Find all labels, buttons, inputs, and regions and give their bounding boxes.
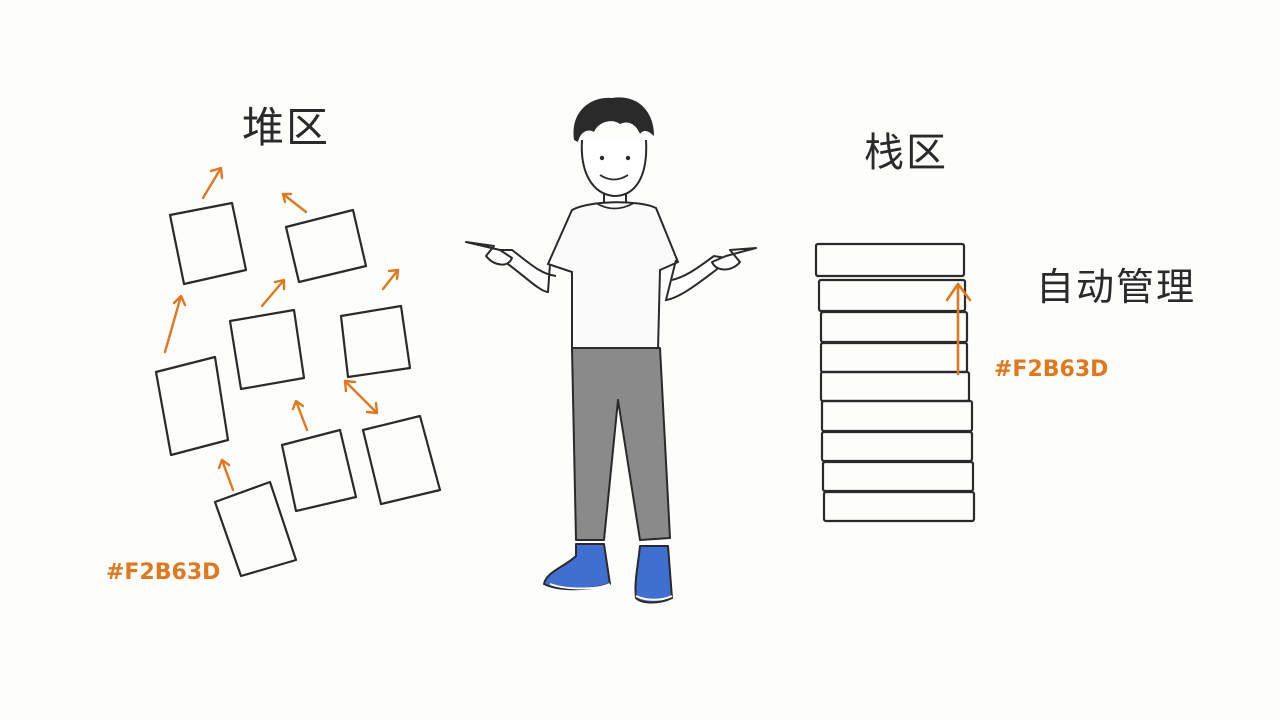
stack-layer [819,370,971,403]
left-hand [465,241,513,266]
stack-layer [819,310,969,344]
t-shirt [546,201,680,351]
heap-block [168,201,248,286]
heap-block [213,480,298,578]
heap-block [339,304,412,379]
arrow-icon [381,268,400,291]
heap-block [361,414,442,506]
stack-layer [819,341,969,374]
person-figure [465,97,757,604]
heap-title: 堆区 [242,103,331,152]
arrow-icon [291,399,309,432]
stack-blocks [814,242,976,523]
heap-arrows [163,166,400,492]
stack-layer [820,430,974,463]
right-hand [711,247,757,271]
stack-arrow-icon [945,282,972,376]
stack-layer [814,242,966,278]
arrow-icon [260,278,286,308]
stack-layer [821,460,975,493]
hair [573,97,654,142]
face [580,139,648,198]
arrow-icon [201,166,224,200]
stack-layer [817,278,967,313]
arrow-icon [281,192,308,214]
arrow-icon [343,379,379,415]
arrow-icon [217,458,235,492]
right-shoe [634,545,673,604]
heap-blocks [154,201,442,578]
heap-color-code: #F2B63D [106,560,221,585]
stack-title: 栈区 [864,130,948,176]
arrow-icon [163,294,187,354]
left-shoe [543,543,611,591]
stack-color-code: #F2B63D [994,357,1109,382]
auto-manage-label: 自动管理 [1036,265,1197,309]
heap-block [280,428,358,513]
stack-layer [822,490,976,523]
heap-block [284,208,368,284]
heap-block [154,355,230,457]
heap-block [228,308,306,391]
stack-layer [820,399,974,433]
pants [571,347,671,541]
